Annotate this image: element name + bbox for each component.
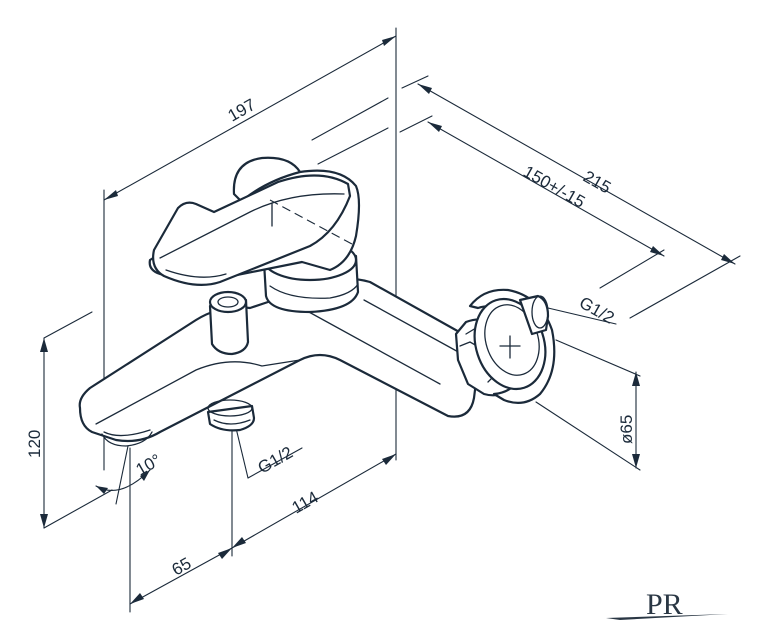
lever-handle xyxy=(148,156,361,287)
inlet-coupling xyxy=(454,288,556,405)
dimension-outlet-offset: 114 xyxy=(231,453,397,549)
dimension-120-label: 120 xyxy=(25,430,44,458)
dimension-flange-diameter: ø65 xyxy=(535,339,641,471)
diverter-knob xyxy=(208,290,250,356)
dimension-197-label: 197 xyxy=(225,95,259,126)
dimension-150-label: 150+/-15 xyxy=(520,162,588,212)
brand-logo: PR xyxy=(606,588,728,621)
outlet-nut xyxy=(206,399,256,432)
logo-text: PR xyxy=(646,588,683,621)
dimension-height: 120 xyxy=(25,311,113,529)
outlet-thread-label: G1/2 xyxy=(255,443,296,478)
inlet-thread-callout: G1/2 xyxy=(547,293,617,328)
dimension-65-label: 65 xyxy=(169,554,195,580)
outlet-thread-callout: G1/2 xyxy=(235,427,303,479)
dimension-angle-label: 10° xyxy=(133,450,165,479)
dimension-spout-reach: 65 xyxy=(129,419,233,613)
dimension-center-distance: 150+/-15 xyxy=(399,115,665,289)
dimension-diameter-label: ø65 xyxy=(617,415,636,444)
